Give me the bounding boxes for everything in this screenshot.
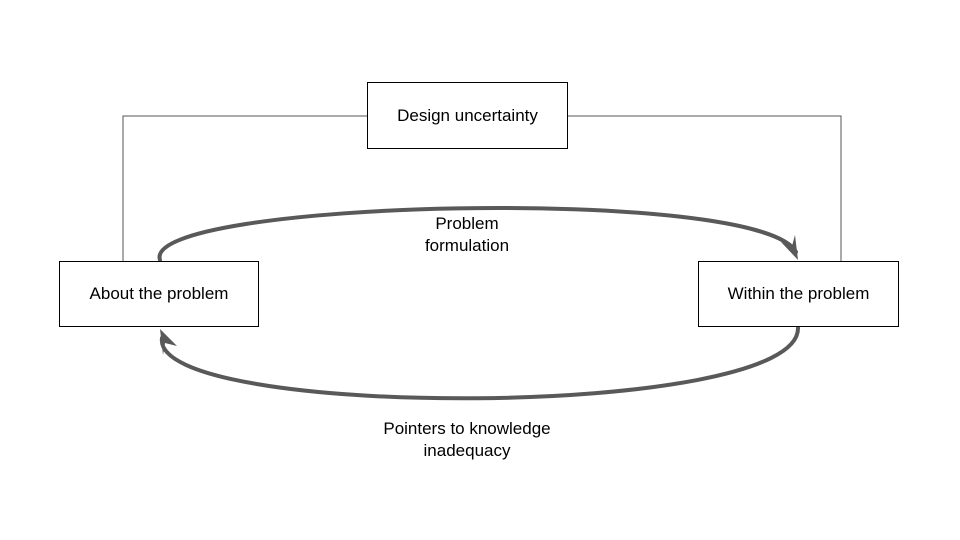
formulation-arrowhead — [781, 235, 798, 260]
problem-formulation-label: Problem formulation — [387, 213, 547, 257]
pointers-arrowhead — [160, 329, 177, 355]
knowledge-inadequacy-line-2: inadequacy — [423, 441, 511, 460]
within-the-problem-label: Within the problem — [727, 284, 870, 303]
problem-formulation-line-2: formulation — [424, 236, 510, 255]
design-uncertainty-box: Design uncertainty — [367, 82, 568, 149]
connector-right — [568, 115, 842, 261]
formulation-arrow — [157, 206, 798, 262]
knowledge-inadequacy-line-1: Pointers to knowledge — [383, 419, 551, 438]
connector-left — [122, 115, 367, 261]
design-uncertainty-label: Design uncertainty — [397, 105, 538, 125]
about-the-problem-box: About the problem — [59, 261, 259, 327]
within-the-problem-box: Within the problem — [698, 261, 899, 327]
knowledge-inadequacy-label: Pointers to knowledge inadequacy — [337, 418, 597, 462]
about-the-problem-label: About the problem — [89, 284, 229, 303]
pointers-arrow — [159, 326, 801, 401]
problem-formulation-line-1: Problem — [435, 214, 499, 233]
